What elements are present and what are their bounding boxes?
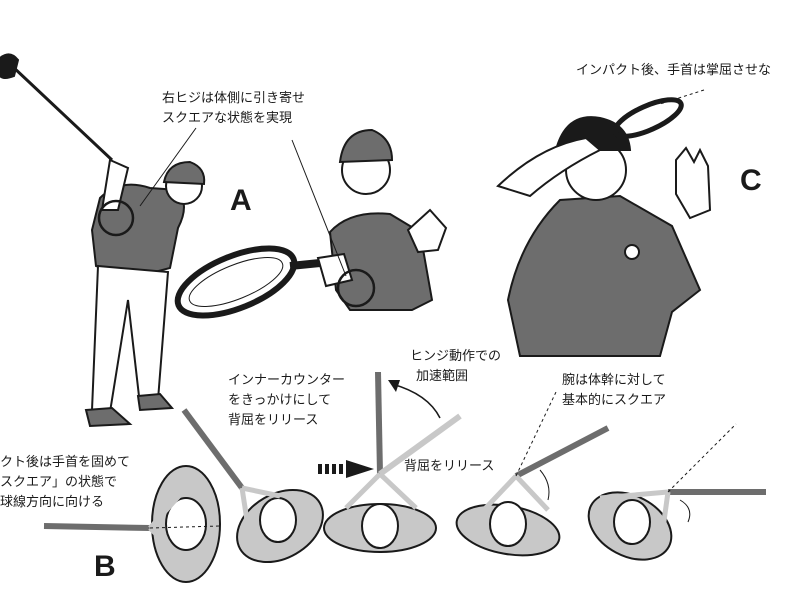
annotation-dorsi-release: 背屈をリリース (404, 459, 495, 474)
annotation-arm-line2: 基本的にスクエア (562, 393, 667, 408)
annotation-elbow-line1: 右ヒジは体側に引き寄せ (162, 91, 306, 106)
golfer-shoe-right (136, 392, 175, 412)
elbow-circle-player-a (336, 268, 376, 308)
annotation-after-impact: インパクト後、手首は掌屈させな (576, 63, 772, 78)
annotation-fix-line3: 球線方向に向ける (0, 495, 105, 510)
wrist-stage-3 (318, 371, 462, 553)
annotation-inner-line1: インナーカウンター (228, 373, 346, 388)
wrist-stage-2 (181, 408, 324, 564)
annotation-fix-line1: クト後は手首を固めて (0, 455, 131, 470)
release-arrow (318, 460, 374, 478)
club-shaft (10, 64, 114, 162)
annotation-hinge-line2: 加速範囲 (416, 369, 469, 384)
player-a-cap (338, 128, 394, 164)
player-c-shirt (506, 194, 702, 357)
driver-head (0, 53, 20, 79)
annotation-inner-line3: 背屈をリリース (228, 413, 319, 428)
player-a-shirt (328, 212, 434, 311)
panel-label-c: C (740, 164, 762, 197)
wrist-stage-5 (587, 423, 766, 561)
annotation-hinge-line1: ヒンジ動作での (410, 349, 502, 364)
player-c-logo (624, 244, 640, 260)
leader-lines (139, 89, 705, 277)
leader-elbow-tennis (291, 139, 347, 277)
annotation-elbow-line2: スクエアな状態を実現 (162, 111, 293, 126)
tennis-player-a (174, 128, 448, 319)
racket-head (174, 245, 298, 319)
annotation-inner-line2: をきっかけにして (228, 393, 332, 408)
player-c-left-hand (675, 146, 712, 220)
golfer-pants (90, 264, 170, 414)
leader-elbow-golfer (139, 127, 197, 207)
annotation-arm-line1: 腕は体幹に対して (562, 373, 666, 388)
wrist-stage-1 (43, 465, 221, 583)
player-a-right-hand (316, 252, 354, 288)
golfer-cap (162, 160, 206, 186)
player-c-arm (496, 136, 602, 198)
leader-palmar (659, 89, 705, 105)
panel-label-a: A (230, 184, 252, 217)
golfer-arms (100, 158, 130, 211)
player-a-left-hand (406, 208, 448, 254)
annotation-fix-line2: スクエア」の状態で (0, 475, 118, 490)
player-c-racket (612, 97, 684, 139)
elbow-circle-golfer (97, 199, 135, 237)
racket-strings (188, 257, 284, 307)
wrist-sequence (43, 371, 766, 583)
golfer-shoe-left (84, 406, 133, 428)
panel-label-b: B (94, 550, 116, 583)
tennis-player-c (496, 97, 712, 357)
golfer-figure (0, 53, 206, 428)
wrist-stage-4 (455, 391, 610, 557)
